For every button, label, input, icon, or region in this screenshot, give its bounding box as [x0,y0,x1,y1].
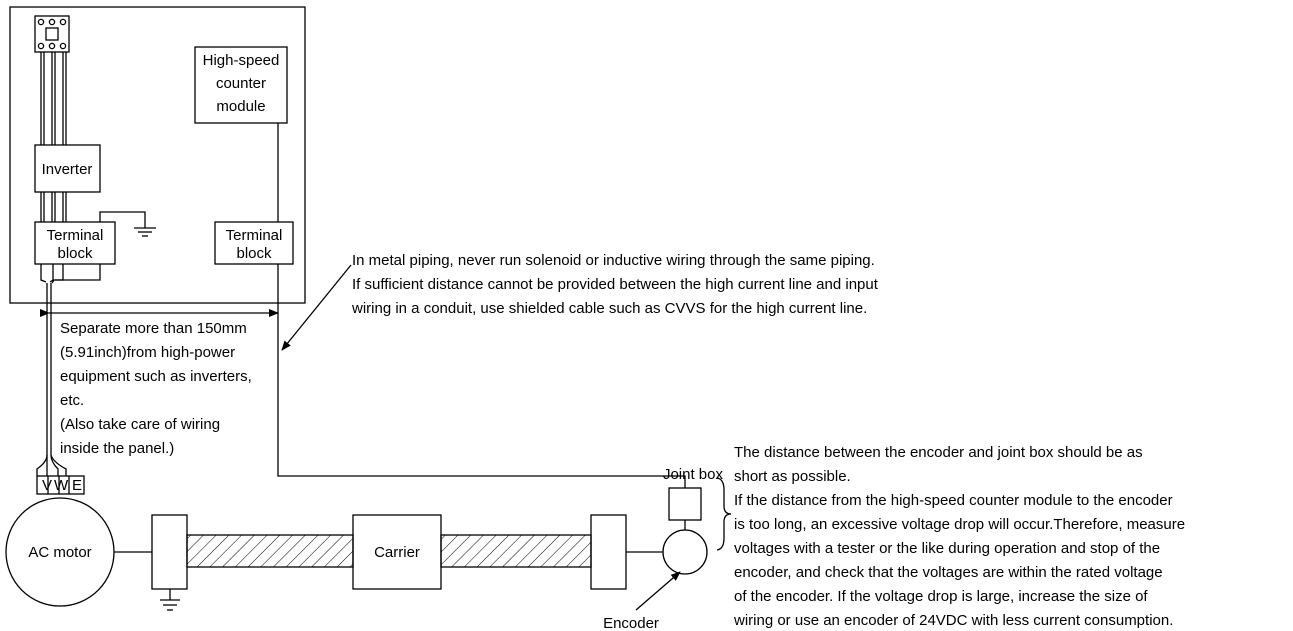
power-breaker-icon [34,15,70,53]
terminal-block-left [34,221,116,265]
encoder-label-leader [635,571,681,611]
coupling-block-left [151,514,188,590]
separation-note-line-3: equipment such as inverters, [60,368,252,385]
encoder-signal-cable [277,264,686,488]
encoder-circle [662,529,708,575]
control-panel-enclosure [9,6,306,304]
panel-ground-icon [99,211,156,237]
encoder-note-brace [716,477,732,551]
machine-ground-icon [160,589,180,611]
separation-note-line-5: (Also take care of wiring [60,416,220,433]
power-wires-upper [40,52,67,145]
piping-note-line-1: In metal piping, never run solenoid or i… [352,252,875,269]
motor-terminal-w: W [54,477,69,494]
terminal-block-left-label-2: block [57,245,93,262]
encoder-note-line-3: If the distance from the high-speed coun… [734,492,1173,509]
encoder-note-line-1: The distance between the encoder and joi… [734,444,1143,461]
inverter-label: Inverter [42,161,93,178]
encoder-note-line-8: wiring or use an encoder of 24VDC with l… [733,612,1173,629]
motor-terminal-leads [36,454,67,476]
separation-note: Separate more than 150mm (5.91inch)from … [60,320,252,457]
motor-terminal-v: V [42,477,52,494]
high-speed-counter-module [194,46,288,124]
joint-box [668,487,702,521]
hsc-label-line-2: counter [216,75,266,92]
piping-note: In metal piping, never run solenoid or i… [351,252,879,317]
terminal-block-left-label-1: Terminal [47,227,104,244]
ball-screw-left [186,534,354,568]
component-labels: High-speed counter module Inverter Termi… [28,52,723,631]
motor-terminal-box [36,475,85,495]
encoder-note-line-4: is too long, an excessive voltage drop w… [734,516,1185,533]
encoder-note-line-7: of the encoder. If the voltage drop is l… [734,588,1148,605]
encoder-note-line-5: voltages with a tester or the like durin… [734,540,1160,557]
separation-note-line-4: etc. [60,392,84,409]
separation-note-line-2: (5.91inch)from high-power [60,344,235,361]
carrier-label: Carrier [374,544,420,561]
separation-note-line-6: inside the panel.) [60,440,174,457]
separation-note-line-1: Separate more than 150mm [60,320,247,337]
piping-note-leader [281,264,352,351]
inverter-box [34,144,101,193]
joint-box-label: Joint box [663,466,724,483]
hsc-label-line-3: module [216,98,265,115]
terminal-block-right-label-2: block [236,245,272,262]
motor-terminal-e: E [72,477,82,494]
piping-note-line-2: If sufficient distance cannot be provide… [352,276,879,293]
coupling-block-right [590,514,627,590]
hsc-label-line-1: High-speed [203,52,280,69]
encoder-note-line-2: short as possible. [734,468,851,485]
terminal-block-right-label-1: Terminal [226,227,283,244]
encoder-note: The distance between the encoder and joi… [733,444,1185,629]
terminal-block-right [214,221,294,265]
ball-screw-right [440,534,592,568]
piping-note-line-3: wiring in a conduit, use shielded cable … [351,300,867,317]
encoder-label: Encoder [603,615,659,631]
power-wires-middle [40,192,67,222]
encoder-note-line-6: encoder, and check that the voltages are… [734,564,1163,581]
ac-motor-label: AC motor [28,544,91,561]
